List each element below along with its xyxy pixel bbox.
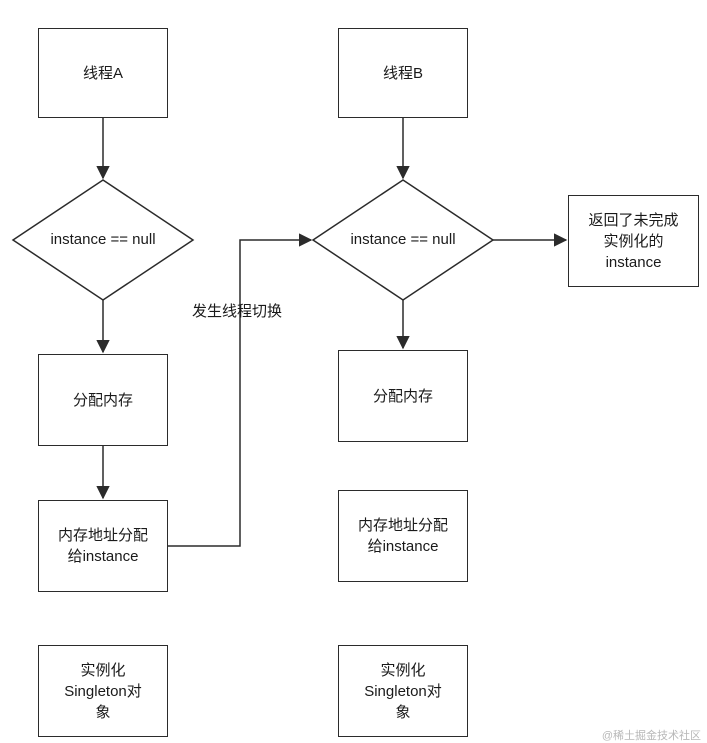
thread-b-title-box: 线程B <box>338 28 468 118</box>
thread-a-assign-box: 内存地址分配 给instance <box>38 500 168 592</box>
thread-b-init-line2: Singleton对 <box>364 682 442 700</box>
thread-b-result-box: 返回了未完成 实例化的 instance <box>568 195 699 287</box>
thread-b-assign-line2: 给instance <box>367 538 439 555</box>
thread-a-title-box: 线程A <box>38 28 168 118</box>
thread-b-init-box: 实例化 Singleton对 象 <box>338 645 468 737</box>
thread-b-result-line2: 实例化的 <box>603 232 664 250</box>
thread-a-assign-line2: 给instance <box>67 548 139 565</box>
thread-a-title: 线程A <box>82 64 123 82</box>
thread-a-allocate-box: 分配内存 <box>38 354 168 446</box>
thread-a-init-line3: 象 <box>95 703 111 721</box>
thread-a-assign-line1: 内存地址分配 <box>57 527 148 544</box>
thread-b-condition-label: instance == null <box>350 231 456 248</box>
thread-a-init-line2: Singleton对 <box>64 682 142 700</box>
thread-a-init-line1: 实例化 <box>80 661 126 679</box>
thread-b-assign-line1: 内存地址分配 <box>357 517 448 534</box>
thread-b-assign-box: 内存地址分配 给instance <box>338 490 468 582</box>
thread-switch-label: 发生线程切换 <box>192 303 283 320</box>
thread-a-init-box: 实例化 Singleton对 象 <box>38 645 168 737</box>
thread-b-init-line1: 实例化 <box>380 661 426 679</box>
thread-a-allocate-label: 分配内存 <box>72 391 133 409</box>
watermark: @稀土掘金技术社区 <box>601 730 701 742</box>
thread-b-allocate-label: 分配内存 <box>372 387 433 405</box>
arrow-thread-switch <box>168 233 313 547</box>
thread-b-result-line1: 返回了未完成 <box>588 211 679 229</box>
thread-a-condition-label: instance == null <box>50 231 156 248</box>
thread-b-result-line3: instance <box>605 253 662 271</box>
thread-b-allocate-box: 分配内存 <box>338 350 468 442</box>
thread-b-title: 线程B <box>382 64 423 82</box>
thread-b-init-line3: 象 <box>395 703 411 721</box>
